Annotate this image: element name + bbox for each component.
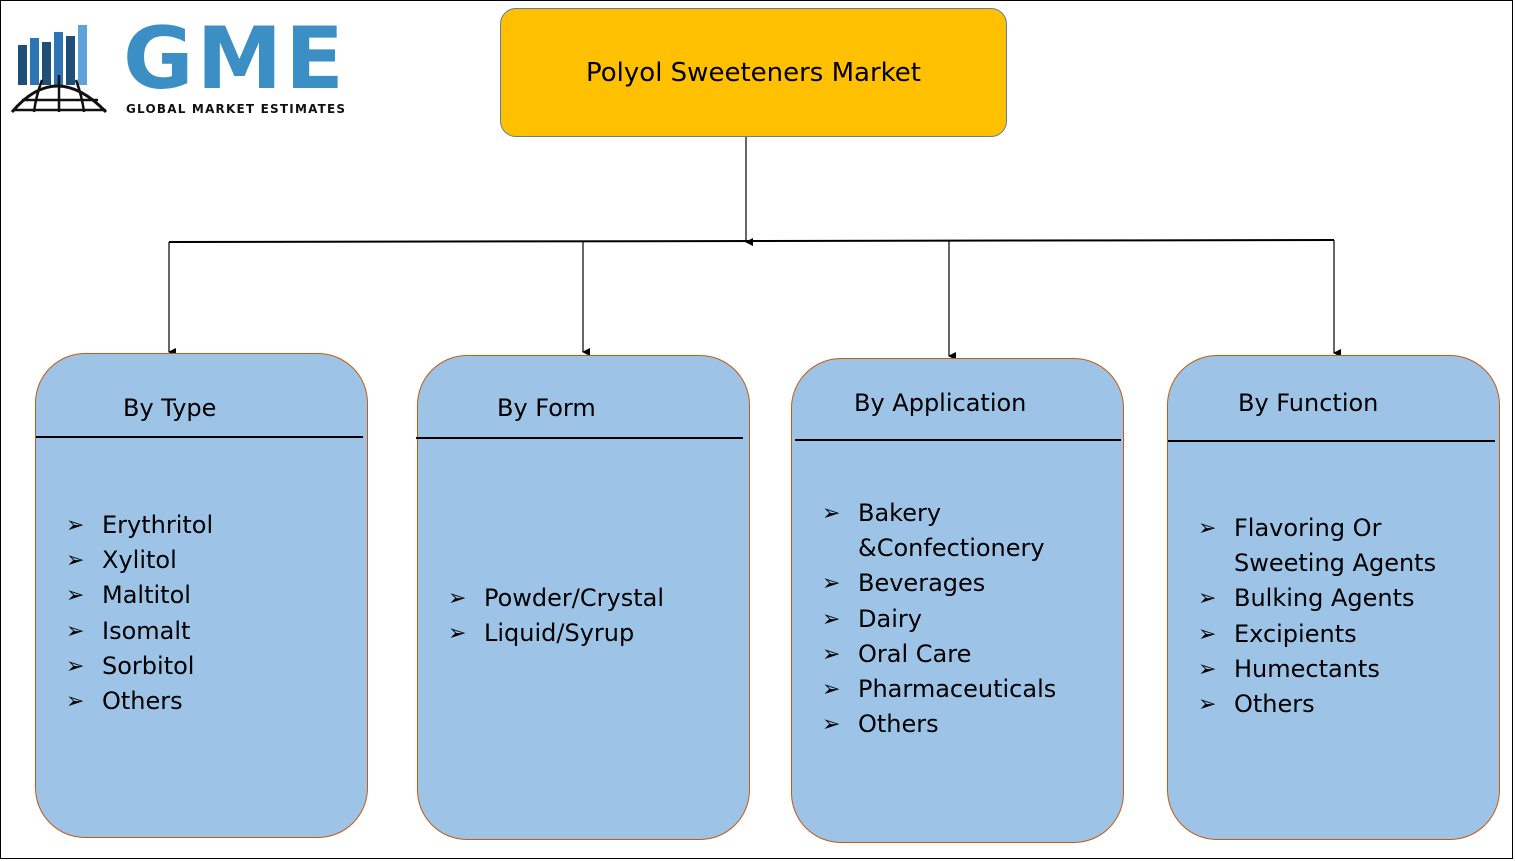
- list-item-text: Bulking Agents: [1234, 584, 1415, 613]
- segment-list: ➢ Powder/Crystal ➢ Liquid/Syrup: [448, 581, 664, 651]
- segment-title: By Function: [1238, 389, 1379, 417]
- arrow-bullet-icon: ➢: [822, 712, 841, 738]
- list-item: ➢ Oral Care: [822, 637, 1056, 672]
- title-divider: [416, 437, 743, 439]
- list-item-text: Excipients: [1234, 619, 1357, 648]
- arrow-bullet-icon: ➢: [66, 513, 85, 538]
- list-item-text: Xylitol: [102, 546, 177, 575]
- arrow-bullet-icon: ➢: [822, 641, 841, 667]
- list-item-text: Sorbitol: [102, 651, 195, 680]
- list-item-text: Erythritol: [102, 511, 214, 539]
- list-item-text: Powder/Crystal: [484, 584, 664, 612]
- root-node-label: Polyol Sweeteners Market: [586, 57, 921, 88]
- arrow-bullet-icon: ➢: [448, 586, 467, 611]
- arrow-bullet-icon: ➢: [66, 583, 85, 609]
- arrow-bullet-icon: ➢: [1198, 586, 1217, 612]
- branch-bus: [168, 239, 1335, 243]
- arrow-bullet-icon: ➢: [1198, 656, 1217, 682]
- arrow-bullet-icon: ➢: [66, 618, 85, 644]
- list-item-text: Others: [1234, 690, 1315, 719]
- arrow-bullet-icon: ➢: [1198, 692, 1217, 718]
- title-divider: [1168, 440, 1495, 442]
- segment-title: By Form: [497, 394, 596, 422]
- list-item: ➢ Maltitol: [66, 578, 213, 613]
- list-item-continuation: &Confectionery: [822, 531, 1056, 566]
- list-item: ➢ Xylitol: [66, 543, 213, 578]
- list-item-continuation: Sweeting Agents: [1198, 546, 1436, 581]
- list-item-text: Maltitol: [102, 581, 191, 610]
- arrow-bullet-icon: ➢: [66, 653, 85, 679]
- list-item: ➢ Others: [66, 684, 213, 719]
- list-item: ➢ Beverages: [822, 566, 1056, 601]
- list-item: ➢ Liquid/Syrup: [448, 616, 664, 651]
- list-item-text: Dairy: [858, 604, 922, 633]
- segment-list: ➢ Bakery &Confectionery ➢ Beverages ➢ Dairy…: [822, 496, 1056, 742]
- list-item: ➢ Bakery: [822, 496, 1056, 531]
- list-item-text: Bakery: [858, 499, 942, 527]
- list-item: ➢ Flavoring Or: [1198, 511, 1436, 546]
- list-item: ➢ Humectants: [1198, 652, 1436, 687]
- list-item: ➢ Sorbitol: [66, 649, 213, 684]
- list-item-text: Flavoring Or: [1234, 514, 1382, 542]
- arrow-bullet-icon: ➢: [1198, 516, 1217, 541]
- title-divider: [795, 439, 1121, 441]
- segment-title: By Type: [123, 394, 217, 422]
- segment-list: ➢ Flavoring Or Sweeting Agents ➢ Bulking A…: [1198, 511, 1436, 722]
- globe-bars-icon: [10, 25, 108, 114]
- list-item: ➢ Others: [822, 707, 1056, 742]
- list-item-text: Beverages: [858, 569, 986, 598]
- root-node: Polyol Sweeteners Market: [500, 8, 1007, 137]
- segment-card-form: By Form ➢ Powder/Crystal ➢ Liquid/Syrup: [416, 355, 750, 840]
- gme-logo: GME GLOBAL MARKET ESTIMATES: [6, 16, 386, 120]
- segment-card-application: By Application ➢ Bakery &Confectionery ➢ B…: [791, 358, 1124, 843]
- list-item: ➢ Powder/Crystal: [448, 581, 664, 616]
- list-item-text: Others: [102, 687, 183, 716]
- list-item-text: Humectants: [1234, 654, 1380, 683]
- arrow-bullet-icon: ➢: [66, 689, 85, 715]
- list-item-text: Liquid/Syrup: [484, 619, 635, 648]
- list-item-text: Others: [858, 710, 939, 739]
- list-item: ➢ Dairy: [822, 602, 1056, 637]
- arrow-bullet-icon: ➢: [822, 571, 841, 597]
- arrow-bullet-icon: ➢: [822, 606, 841, 632]
- list-item: ➢ Erythritol: [66, 508, 213, 543]
- list-item: ➢ Others: [1198, 687, 1436, 722]
- segment-title: By Application: [854, 389, 1027, 417]
- arrow-bullet-icon: ➢: [822, 501, 841, 526]
- list-item: ➢ Excipients: [1198, 617, 1436, 652]
- list-item: ➢ Pharmaceuticals: [822, 672, 1056, 707]
- arrow-bullet-icon: ➢: [822, 677, 841, 703]
- title-divider: [36, 436, 363, 438]
- segment-card-function: By Function ➢ Flavoring Or Sweeting Agent…: [1167, 355, 1500, 840]
- arrow-bullet-icon: ➢: [1198, 621, 1217, 647]
- list-item-text: Isomalt: [102, 616, 191, 645]
- logo-tagline: GLOBAL MARKET ESTIMATES: [126, 102, 347, 116]
- list-item: ➢ Isomalt: [66, 614, 213, 649]
- list-item-text: Pharmaceuticals: [858, 675, 1057, 704]
- segment-list: ➢Erythritol ➢Xylitol ➢Maltitol ➢Isomalt …: [66, 508, 213, 719]
- segment-card-type: By Type ➢ Erythritol ➢ Xylitol ➢ Maltitol ➢…: [35, 353, 368, 838]
- arrow-bullet-icon: ➢: [66, 548, 85, 574]
- list-item: ➢ Bulking Agents: [1198, 581, 1436, 616]
- logo-wordmark: GME: [123, 9, 347, 109]
- list-item-text: Sweeting Agents: [1234, 549, 1437, 578]
- arrow-bullet-icon: ➢: [448, 621, 467, 647]
- list-item-text: Oral Care: [858, 639, 972, 668]
- list-item-text: &Confectionery: [858, 534, 1045, 563]
